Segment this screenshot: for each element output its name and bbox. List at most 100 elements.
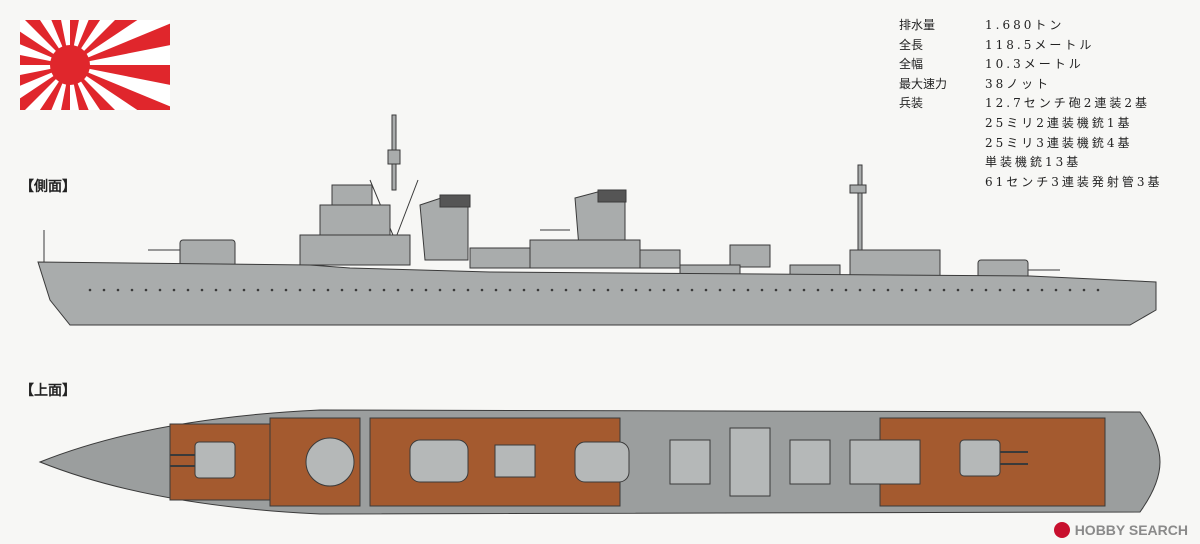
hull — [37, 261, 1157, 326]
porthole — [886, 288, 890, 292]
porthole — [228, 288, 232, 292]
porthole — [704, 288, 708, 292]
torpedo-mount — [729, 427, 771, 497]
porthole — [1096, 288, 1100, 292]
spec-row: 25ミリ3連装機銃4基 — [899, 134, 1163, 154]
porthole — [914, 288, 918, 292]
forward-funnel-top — [409, 439, 469, 483]
ship-top-view — [38, 409, 1161, 515]
porthole — [522, 288, 526, 292]
midship-deckhouse — [529, 239, 641, 269]
porthole — [536, 288, 540, 292]
spec-value: 118.5メートル — [985, 37, 1095, 52]
porthole — [410, 288, 414, 292]
porthole — [760, 288, 764, 292]
spec-value: 25ミリ3連装機銃4基 — [985, 135, 1133, 150]
spec-label: 全長 — [899, 37, 924, 52]
porthole — [550, 288, 554, 292]
top-view-label: 【上面】 — [20, 383, 76, 399]
bridge — [319, 204, 391, 236]
porthole — [732, 288, 736, 292]
flag-ray — [70, 20, 138, 65]
mast-platform — [387, 149, 401, 165]
porthole — [298, 288, 302, 292]
porthole — [242, 288, 246, 292]
flag-ray — [70, 65, 170, 85]
porthole — [662, 288, 666, 292]
aft-turret-top — [959, 439, 1001, 477]
spec-value: 25ミリ2連装機銃1基 — [985, 115, 1133, 130]
flag-ray — [70, 23, 170, 65]
porthole — [676, 288, 680, 292]
porthole — [102, 288, 106, 292]
hobby-search-logo-icon — [1053, 522, 1070, 538]
porthole — [634, 288, 638, 292]
spec-row: 排水量 1.680トン — [899, 16, 1163, 36]
porthole — [326, 288, 330, 292]
side-view-label: 【側面】 — [20, 179, 76, 195]
porthole — [1012, 288, 1016, 292]
porthole — [718, 288, 722, 292]
spec-value: 10.3メートル — [985, 57, 1084, 72]
porthole — [564, 288, 568, 292]
aft-superstructure — [849, 249, 941, 277]
spec-row: 全長 118.5メートル — [899, 36, 1163, 56]
spec-value: 1.680トン — [985, 18, 1065, 32]
porthole — [466, 288, 470, 292]
porthole — [200, 288, 204, 292]
porthole — [900, 288, 904, 292]
porthole — [802, 288, 806, 292]
spec-row: 25ミリ2連装機銃1基 — [899, 114, 1163, 134]
porthole — [648, 288, 652, 292]
porthole — [340, 288, 344, 292]
porthole — [382, 288, 386, 292]
porthole — [690, 288, 694, 292]
porthole — [928, 288, 932, 292]
porthole — [144, 288, 148, 292]
porthole — [256, 288, 260, 292]
porthole — [438, 288, 442, 292]
porthole — [592, 288, 596, 292]
porthole — [494, 288, 498, 292]
porthole — [116, 288, 120, 292]
flag-ray — [70, 65, 170, 110]
porthole — [172, 288, 176, 292]
porthole — [1054, 288, 1058, 292]
porthole — [858, 288, 862, 292]
spec-label: 全幅 — [899, 57, 924, 72]
porthole — [970, 288, 974, 292]
porthole — [312, 288, 316, 292]
porthole — [396, 288, 400, 292]
spec-label: 排水量 — [899, 18, 936, 32]
porthole — [942, 288, 946, 292]
porthole — [956, 288, 960, 292]
rear-funnel-top — [574, 441, 630, 483]
porthole — [270, 288, 274, 292]
spec-value: 38ノット — [985, 76, 1052, 91]
porthole — [606, 288, 610, 292]
porthole — [984, 288, 988, 292]
porthole — [788, 288, 792, 292]
porthole — [214, 288, 218, 292]
porthole — [620, 288, 624, 292]
porthole — [998, 288, 1002, 292]
porthole — [578, 288, 582, 292]
spec-label: 兵装 — [899, 96, 924, 111]
porthole — [452, 288, 456, 292]
bridge-top — [331, 184, 373, 206]
porthole — [130, 288, 134, 292]
porthole — [872, 288, 876, 292]
spec-value: 12.7センチ砲2連装2基 — [985, 96, 1150, 111]
spec-row: 61センチ3連装発射管3基 — [899, 173, 1163, 193]
porthole — [158, 288, 162, 292]
porthole — [830, 288, 834, 292]
rising-sun-flag-icon — [20, 20, 170, 110]
porthole — [774, 288, 778, 292]
porthole — [1026, 288, 1030, 292]
aft-superstructure-top — [849, 439, 921, 485]
porthole — [186, 288, 190, 292]
porthole — [368, 288, 372, 292]
watermark-text: HOBBY SEARCH — [1074, 522, 1188, 538]
